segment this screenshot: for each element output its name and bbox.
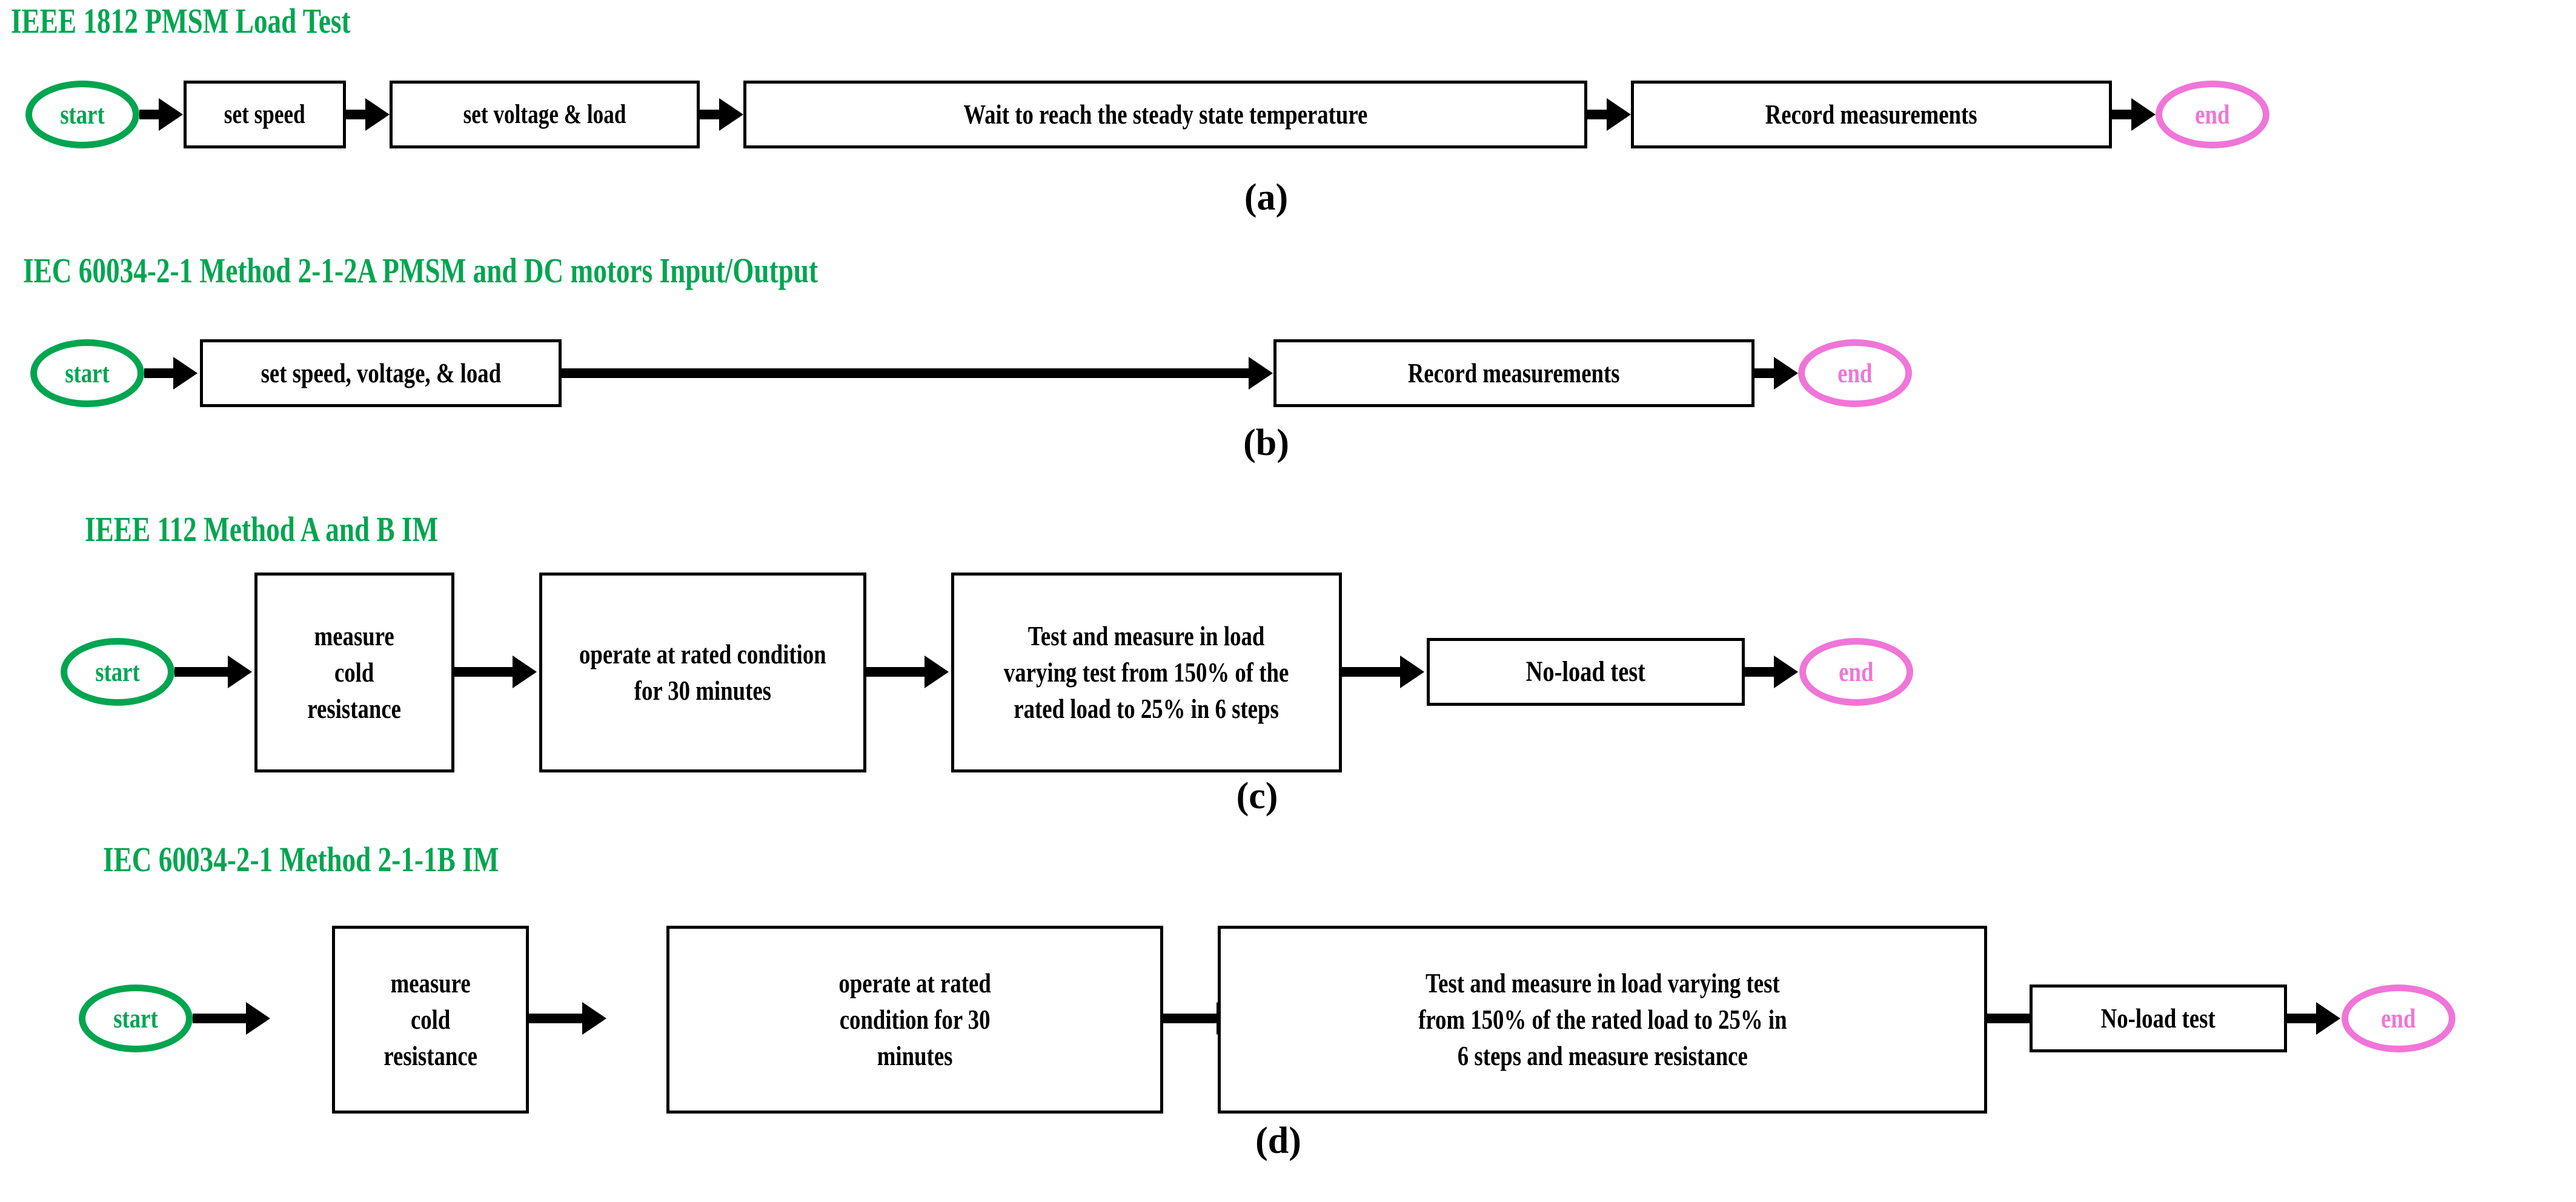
section-b-step-1-label: set speed, voltage, & load	[261, 357, 501, 389]
arrow-head	[365, 98, 390, 131]
section-c-end-node[interactable]: end	[1799, 638, 1913, 706]
section-a-step-1[interactable]: set speed	[184, 81, 346, 148]
section-c-step-4[interactable]: No-load test	[1427, 638, 1745, 706]
arrow-head	[1774, 357, 1798, 390]
arrow-shaft	[1754, 368, 1776, 378]
section-a-end-label: end	[2195, 99, 2230, 130]
arrow-shaft	[454, 667, 515, 677]
section-c-caption: (c)	[1236, 775, 1278, 817]
arrow-head	[159, 98, 183, 131]
section-d-end-node[interactable]: end	[2342, 985, 2455, 1052]
section-a-step-2[interactable]: set voltage & load	[390, 81, 700, 148]
arrow-shaft	[1163, 1014, 1219, 1023]
section-a-step-4[interactable]: Record measurements	[1631, 81, 2112, 148]
arrow-shaft	[1745, 667, 1776, 677]
arrow-head	[582, 1002, 606, 1035]
section-c-start-label: start	[95, 656, 140, 687]
arrow-shaft	[1987, 1014, 2043, 1023]
arrow-shaft	[866, 667, 927, 677]
arrow-shaft	[562, 368, 1251, 378]
arrow-shaft	[700, 110, 722, 119]
section-c-step-1[interactable]: measure cold resistance	[254, 573, 454, 772]
section-b-start-label: start	[65, 357, 110, 388]
section-b-end-label: end	[1837, 357, 1873, 388]
arrow-head	[228, 656, 252, 688]
section-c-step-3[interactable]: Test and measure in load varying test fr…	[951, 573, 1342, 772]
section-b-step-1[interactable]: set speed, voltage, & load	[200, 339, 562, 407]
arrow-head	[2316, 1002, 2340, 1035]
section-b-start-node[interactable]: start	[30, 339, 144, 407]
arrow-head	[925, 656, 949, 688]
arrow-shaft	[139, 110, 161, 119]
arrow-head	[1400, 656, 1424, 688]
section-a-end-node[interactable]: end	[2156, 81, 2269, 148]
section-b-caption: (b)	[1243, 422, 1289, 463]
section-d-step-3[interactable]: Test and measure in load varying test fr…	[1218, 926, 1987, 1114]
arrow-shaft	[529, 1014, 585, 1023]
section-d-step-3-label: Test and measure in load varying test fr…	[1418, 968, 1787, 1071]
section-d-end-label: end	[2381, 1003, 2416, 1034]
section-c-end-label: end	[1839, 656, 1874, 687]
arrow-shaft	[2112, 110, 2134, 119]
section-d-start-node[interactable]: start	[79, 985, 193, 1052]
section-a-step-1-label: set speed	[224, 99, 305, 130]
section-c-step-3-label: Test and measure in load varying test fr…	[1004, 620, 1289, 724]
arrow-head	[246, 1002, 270, 1035]
section-d-title: IEC 60034-2-1 Method 2-1-1B IM	[103, 840, 499, 879]
arrow-head	[2131, 98, 2156, 131]
section-a-step-4-label: Record measurements	[1765, 99, 1977, 130]
arrow-head	[1249, 357, 1273, 390]
section-d-caption: (d)	[1255, 1120, 1301, 1161]
section-a-title: IEEE 1812 PMSM Load Test	[11, 1, 351, 41]
arrow-shaft	[174, 667, 230, 677]
arrow-shaft	[1587, 110, 1609, 119]
section-a-start-node[interactable]: start	[25, 81, 139, 148]
arrow-head	[513, 656, 537, 688]
section-b-step-2[interactable]: Record measurements	[1273, 339, 1754, 407]
section-d-step-4-label: No-load test	[2100, 1003, 2216, 1034]
arrow-shaft	[193, 1014, 248, 1023]
arrow-shaft	[2287, 1014, 2319, 1023]
section-c-step-4-label: No-load test	[1525, 655, 1646, 688]
arrow-shaft	[1342, 667, 1403, 677]
section-d-step-2[interactable]: operate at rated condition for 30 minute…	[666, 926, 1163, 1114]
section-d-start-label: start	[113, 1003, 158, 1034]
section-a-caption: (a)	[1244, 177, 1289, 218]
section-c-step-1-label: measure cold resistance	[307, 620, 402, 724]
section-c-start-node[interactable]: start	[61, 638, 174, 706]
section-d-step-2-label: operate at rated condition for 30 minute…	[838, 968, 991, 1071]
arrow-head	[173, 357, 198, 390]
section-a-start-label: start	[60, 99, 105, 130]
section-d-step-1[interactable]: measure cold resistance	[332, 926, 529, 1114]
section-a-step-3-label: Wait to reach the steady state temperatu…	[963, 99, 1367, 130]
arrow-head	[1607, 98, 1631, 131]
section-b-step-2-label: Record measurements	[1408, 357, 1620, 389]
section-d-step-1-label: measure cold resistance	[383, 968, 477, 1071]
section-b-title: IEC 60034-2-1 Method 2-1-2A PMSM and DC …	[23, 251, 818, 290]
section-c-step-2-label: operate at rated condition for 30 minute…	[579, 639, 826, 706]
arrow-head	[719, 98, 743, 131]
section-a-step-2-label: set voltage & load	[463, 99, 626, 130]
section-c-title: IEEE 112 Method A and B IM	[85, 510, 439, 549]
arrow-head	[1774, 656, 1798, 688]
section-d-step-4[interactable]: No-load test	[2030, 985, 2287, 1052]
section-a-step-3[interactable]: Wait to reach the steady state temperatu…	[743, 81, 1587, 148]
section-c-step-2[interactable]: operate at rated condition for 30 minute…	[539, 573, 866, 772]
arrow-shaft	[346, 110, 368, 119]
arrow-shaft	[144, 368, 176, 378]
section-b-end-node[interactable]: end	[1798, 339, 1912, 407]
